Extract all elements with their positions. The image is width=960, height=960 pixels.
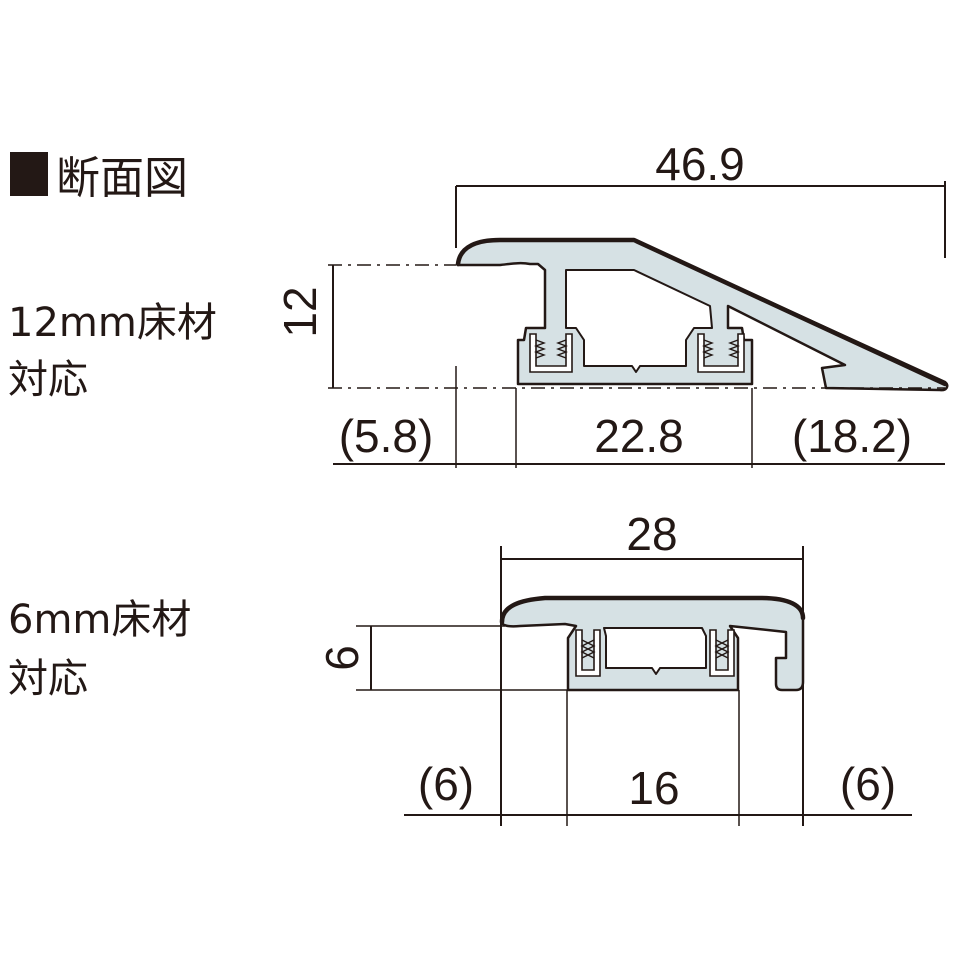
profile-6mm-left-thread — [580, 639, 596, 659]
profile-12mm-top-surface — [455, 237, 948, 387]
dim-left-label: (5.8) — [339, 410, 434, 462]
dim-center-label: 16 — [628, 762, 679, 814]
profile-12mm-label-line2: 対応 — [8, 357, 88, 403]
profile-12mm-left-groove — [529, 333, 573, 373]
profile-6mm-section — [499, 595, 806, 692]
dim-total-width-label: 28 — [626, 508, 677, 560]
heading-square-icon — [10, 152, 48, 196]
profile-6mm-label-line2: 対応 — [8, 656, 88, 702]
profile-6mm-hollow — [603, 627, 707, 675]
profile-12mm-left-thread — [534, 339, 568, 359]
profile-12mm-section — [455, 237, 949, 392]
dim-center-label: 22.8 — [594, 410, 684, 462]
profile-12mm-right-groove — [697, 333, 745, 373]
dim-height-label: 6 — [316, 645, 368, 671]
profile-6mm-dimensions: 28 6 (6) 16 (6) — [316, 508, 912, 826]
profile-6mm-right-thread — [714, 639, 730, 659]
dim-height-label: 12 — [274, 286, 326, 337]
profile-12mm-hollow — [565, 269, 713, 373]
profile-12mm-label-line1: 12mm床材 — [8, 300, 217, 346]
dim-total-width-label: 46.9 — [655, 138, 745, 190]
dim-left-label: (6) — [418, 758, 474, 810]
profile-6mm-label-line1: 6mm床材 — [8, 597, 191, 643]
dim-right-label: (18.2) — [792, 410, 912, 462]
dim-right-label: (6) — [840, 758, 896, 810]
profile-12mm-right-thread — [702, 339, 740, 359]
profile-6mm-left-groove — [575, 629, 601, 677]
profile-6mm-right-groove — [709, 629, 735, 677]
heading-title: 断面図 — [56, 153, 188, 204]
profile-12mm-dimensions: 46.9 12 (5.8) 22.8 (18.2) — [274, 138, 946, 468]
profile-6mm-top-surface — [499, 595, 806, 625]
